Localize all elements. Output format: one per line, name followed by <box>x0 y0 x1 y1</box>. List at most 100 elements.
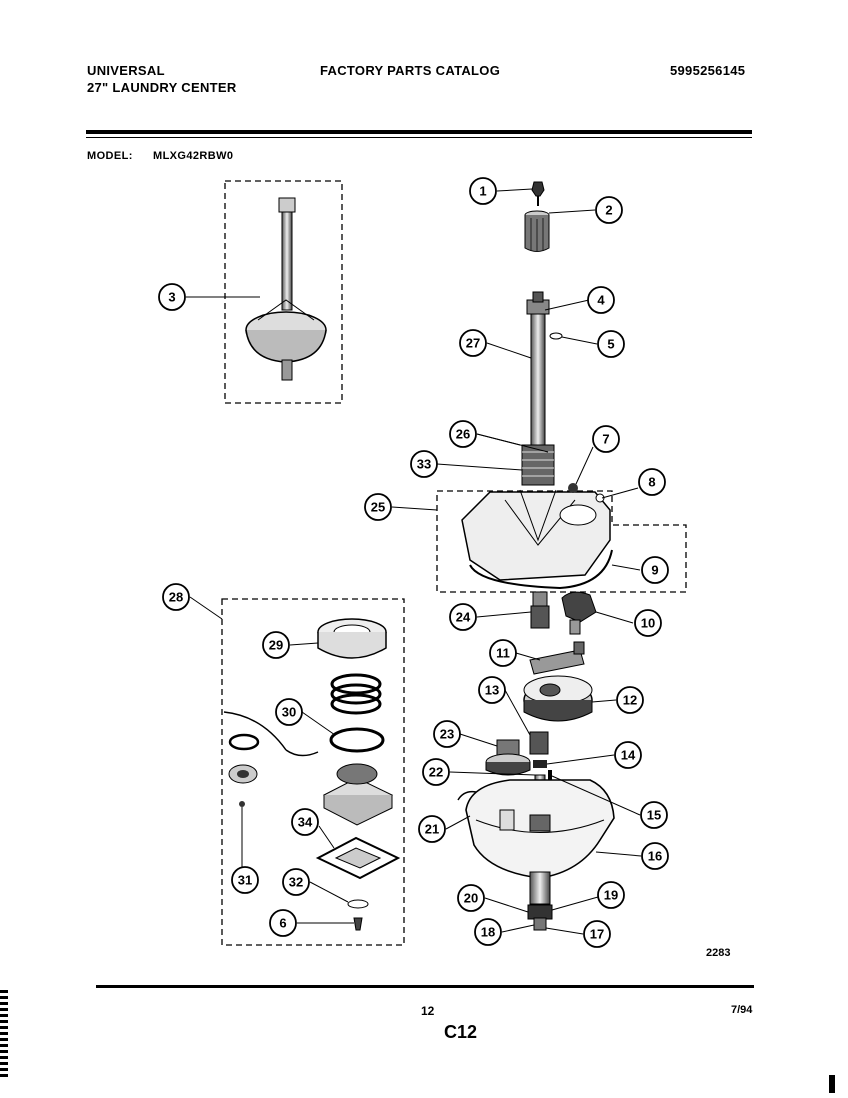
callout-circle <box>474 918 502 946</box>
spring-part-28 <box>330 673 382 715</box>
callout-number: 25 <box>371 500 385 515</box>
callout-number: 7 <box>602 432 609 447</box>
callout-31: 31 <box>231 866 259 894</box>
callout-circle <box>457 884 485 912</box>
drawing-number: 2283 <box>706 947 730 959</box>
leader-lines <box>186 188 642 935</box>
scan-edge-mark-left <box>0 990 8 1080</box>
callout-number: 21 <box>425 822 439 837</box>
pinion-part-13 <box>529 731 549 755</box>
bushing-part-33 <box>521 444 555 486</box>
callout-8: 8 <box>638 468 666 496</box>
crank-part-11 <box>529 641 585 675</box>
callout-number: 15 <box>647 808 661 823</box>
callout-number: 1 <box>479 184 486 199</box>
callout-number: 20 <box>464 891 478 906</box>
callout-circle <box>595 196 623 224</box>
callout-number: 5 <box>607 337 614 352</box>
section-code: C12 <box>444 1022 478 1042</box>
callout-circle <box>583 920 611 948</box>
gasket-part-9 <box>469 549 613 590</box>
spline-coupling-part-2 <box>524 210 550 252</box>
callout-circle <box>269 909 297 937</box>
transmission-assembly-part-3 <box>245 197 327 381</box>
catalog-title: FACTORY PARTS CATALOG <box>320 63 501 78</box>
oring-part-30 <box>329 727 385 753</box>
seal-plate-part-34 <box>315 836 401 880</box>
callout-circle <box>275 698 303 726</box>
callout-number: 16 <box>648 849 662 864</box>
page-number: 12 <box>421 1004 435 1018</box>
callout-7: 7 <box>592 425 620 453</box>
transmission-case-part-21 <box>457 779 615 879</box>
callout-number: 27 <box>466 336 480 351</box>
callout-14: 14 <box>614 741 642 769</box>
callout-12: 12 <box>616 686 644 714</box>
header-rule-thick <box>86 130 752 134</box>
callout-circle <box>587 286 615 314</box>
callout-number: 24 <box>456 610 471 625</box>
callout-circle <box>597 881 625 909</box>
callout-16: 16 <box>641 842 669 870</box>
callout-5: 5 <box>597 330 625 358</box>
callout-number: 31 <box>238 873 252 888</box>
agitator-shaft-part-27 <box>526 291 550 456</box>
callout-circle <box>641 556 669 584</box>
callout-number: 22 <box>429 765 443 780</box>
callout-circle <box>231 866 259 894</box>
callout-10: 10 <box>634 609 662 637</box>
brand-line-2: 27" LAUNDRY CENTER <box>87 80 237 95</box>
callout-circle <box>449 420 477 448</box>
callout-circle <box>291 808 319 836</box>
retaining-ring-detail <box>223 711 319 870</box>
callout-circle <box>262 631 290 659</box>
callout-3: 3 <box>158 283 186 311</box>
callout-4: 4 <box>587 286 615 314</box>
callout-30: 30 <box>275 698 303 726</box>
callout-circle <box>162 583 190 611</box>
callout-circle <box>592 425 620 453</box>
callout-circle <box>616 686 644 714</box>
callout-number: 13 <box>485 683 499 698</box>
gear-part-23 <box>485 739 531 776</box>
callout-number: 11 <box>496 646 510 661</box>
callout-circle <box>638 468 666 496</box>
callout-number: 6 <box>279 916 286 931</box>
model-label: MODEL: <box>87 150 133 162</box>
washer-part-32 <box>347 899 369 909</box>
callout-26: 26 <box>449 420 477 448</box>
callout-number: 33 <box>417 457 431 472</box>
drive-shaft-part-16 <box>527 871 553 931</box>
callout-9: 9 <box>641 556 669 584</box>
callout-18: 18 <box>474 918 502 946</box>
assembly-box-28 <box>221 598 405 946</box>
bearing-housing-part-28 <box>322 763 394 826</box>
scan-edge-mark-right <box>829 1075 835 1093</box>
key-part-15 <box>548 770 552 780</box>
callout-number: 30 <box>282 705 296 720</box>
callout-6: 6 <box>269 909 297 937</box>
callout-number: 34 <box>298 815 313 830</box>
callout-circle <box>449 603 477 631</box>
callout-29: 29 <box>262 631 290 659</box>
callout-circle <box>469 177 497 205</box>
callout-number: 19 <box>604 888 618 903</box>
callout-25: 25 <box>364 493 392 521</box>
assembly-box-25 <box>436 490 687 593</box>
shifter-part-10 <box>561 591 597 635</box>
callout-number: 2 <box>605 203 612 218</box>
catalog-number: 5995256145 <box>670 63 746 78</box>
callout-circle <box>422 758 450 786</box>
callout-circle <box>641 842 669 870</box>
callout-circle <box>433 720 461 748</box>
callout-number: 3 <box>168 290 175 305</box>
screw-part-6 <box>353 917 363 931</box>
brand-line-1: UNIVERSAL <box>87 63 165 78</box>
callout-circle <box>158 283 186 311</box>
pin-part-5 <box>549 332 563 340</box>
callout-34: 34 <box>291 808 319 836</box>
callout-24: 24 <box>449 603 477 631</box>
callout-20: 20 <box>457 884 485 912</box>
callout-circle <box>410 450 438 478</box>
